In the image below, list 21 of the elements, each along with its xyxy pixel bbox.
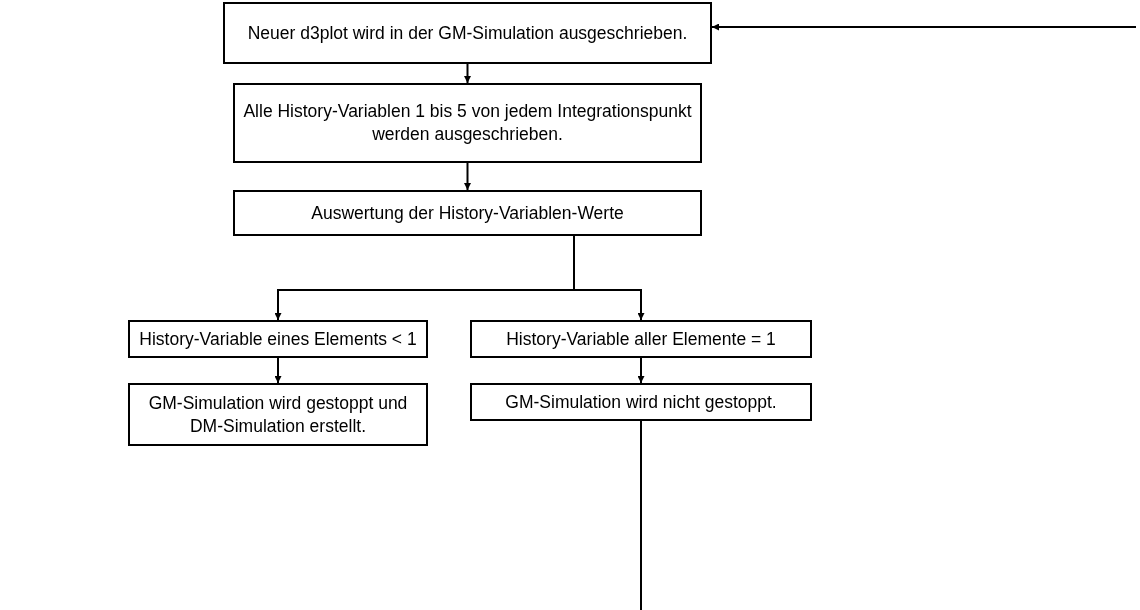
box-text: Auswertung der History-Variablen-Werte xyxy=(311,201,624,225)
process-box xyxy=(470,383,812,421)
process-box xyxy=(223,2,712,64)
arrow xyxy=(573,235,645,321)
arrow xyxy=(711,23,1137,31)
box-text: GM-Simulation wird nicht gestoppt. xyxy=(505,390,777,414)
box-text: History-Variable eines Elements < 1 xyxy=(139,327,417,351)
arrow xyxy=(274,357,282,384)
process-box xyxy=(470,320,812,358)
process-box xyxy=(233,83,702,163)
process-box xyxy=(233,190,702,236)
arrow xyxy=(637,357,645,384)
connector-line xyxy=(640,420,642,610)
box-text: GM-Simulation wird gestoppt und DM-Simulation erstellt. xyxy=(147,391,409,438)
box-text: Neuer d3plot wird in der GM-Simulation ausgeschrieben. xyxy=(247,21,688,45)
box-text: History-Variable aller Elemente = 1 xyxy=(506,327,776,351)
arrow xyxy=(464,63,471,84)
process-box xyxy=(128,383,428,446)
arrow xyxy=(464,162,471,191)
process-box xyxy=(128,320,428,358)
box-text: Alle History-Variablen 1 bis 5 von jedem Integrationspunkt werden ausgeschrieben. xyxy=(243,100,692,146)
